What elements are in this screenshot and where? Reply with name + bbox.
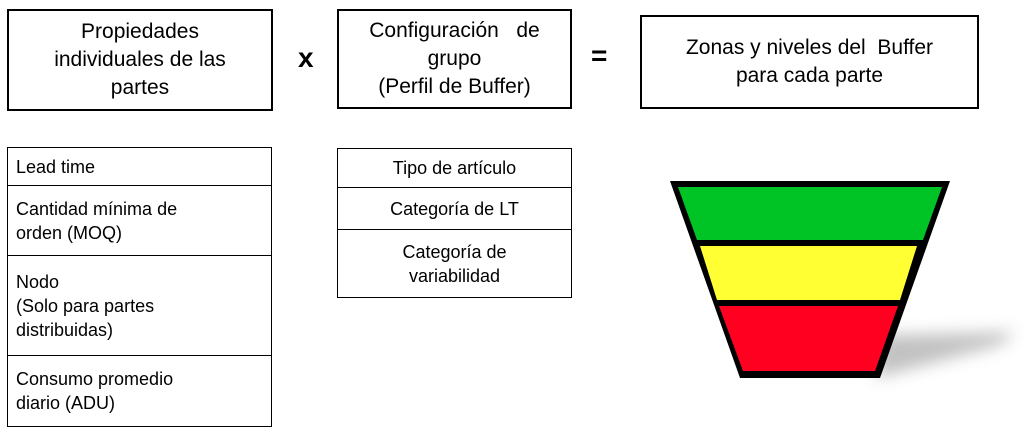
cell-text: distribuidas) (16, 319, 114, 340)
funnel-shadow (875, 332, 1015, 378)
properties-line: Propiedades (81, 20, 199, 43)
properties-line: individuales de las (54, 48, 226, 71)
result-line: Zonas y niveles del Buffer (685, 36, 934, 59)
multiply-operator: x (298, 42, 314, 73)
result-box: Zonas y niveles del Buffer para cada part… (640, 15, 979, 109)
group-config-line: (Perfil de Buffer) (378, 75, 531, 98)
yellow-zone (700, 246, 917, 300)
properties-line: partes (110, 76, 170, 99)
cell-text: Categoría de LT (390, 198, 519, 219)
group-config-line: grupo (427, 47, 482, 70)
cell-text: diario (ADU) (16, 393, 116, 413)
cell-text: Cantidad mínima de (16, 198, 178, 219)
group-item-type: Tipo de artículo (338, 149, 571, 188)
cell-text: (Solo para partes (16, 295, 155, 316)
property-lead-time: Lead time (8, 148, 271, 186)
properties-box: Propiedades individuales de las partes (7, 9, 273, 111)
cell-text: Categoría de (402, 241, 507, 262)
property-node: Nodo (Solo para partes distribuidas) (8, 256, 271, 356)
result-line: para cada parte (735, 64, 884, 87)
cell-text: variabilidad (408, 265, 501, 286)
cell-text: Lead time (16, 156, 96, 177)
cell-text: Nodo (16, 271, 60, 292)
group-config-line: Configuración de (369, 19, 540, 42)
group-table: Tipo de artículo Categoría de LT Categor… (337, 148, 572, 298)
equals-operator: = (591, 40, 608, 71)
cell-text: Tipo de artículo (392, 158, 517, 178)
group-lt-category: Categoría de LT (338, 188, 571, 230)
group-variability: Categoría de variabilidad (338, 230, 571, 297)
property-moq: Cantidad mínima de orden (MOQ) (8, 186, 271, 256)
green-zone (678, 187, 942, 240)
group-config-box: Configuración de grupo (Perfil de Buffer) (337, 9, 572, 109)
cell-text: orden (MOQ) (16, 222, 123, 243)
property-adu: Consumo promedio diario (ADU) (8, 356, 271, 426)
red-zone (719, 306, 898, 371)
cell-text: Consumo promedio (16, 369, 174, 389)
